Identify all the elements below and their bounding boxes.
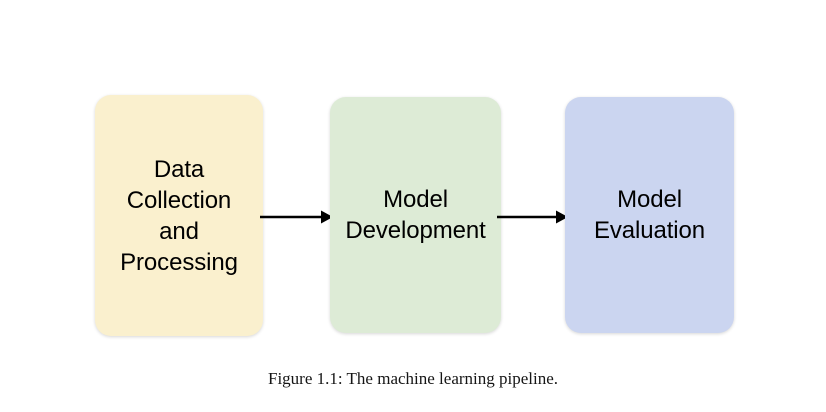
figure-caption: Figure 1.1: The machine learning pipelin…: [267, 369, 559, 388]
pipeline-stage-label: Model Evaluation: [593, 186, 706, 244]
arrow-right-icon-data-collection-to-model-development: [259, 205, 333, 229]
arrow-right-icon-model-development-to-model-evaluation: [496, 205, 568, 229]
pipeline-stage-label: Model Development: [345, 186, 486, 244]
pipeline-stage-model-evaluation: Model Evaluation: [565, 97, 734, 333]
pipeline-stage-data-collection: Data Collection and Processing: [95, 95, 263, 336]
arrow-right-icon: [260, 210, 333, 224]
arrow-right-icon: [497, 210, 568, 224]
pipeline-stage-model-development: Model Development: [330, 97, 501, 333]
pipeline-stage-label: Data Collection and Processing: [120, 155, 238, 276]
